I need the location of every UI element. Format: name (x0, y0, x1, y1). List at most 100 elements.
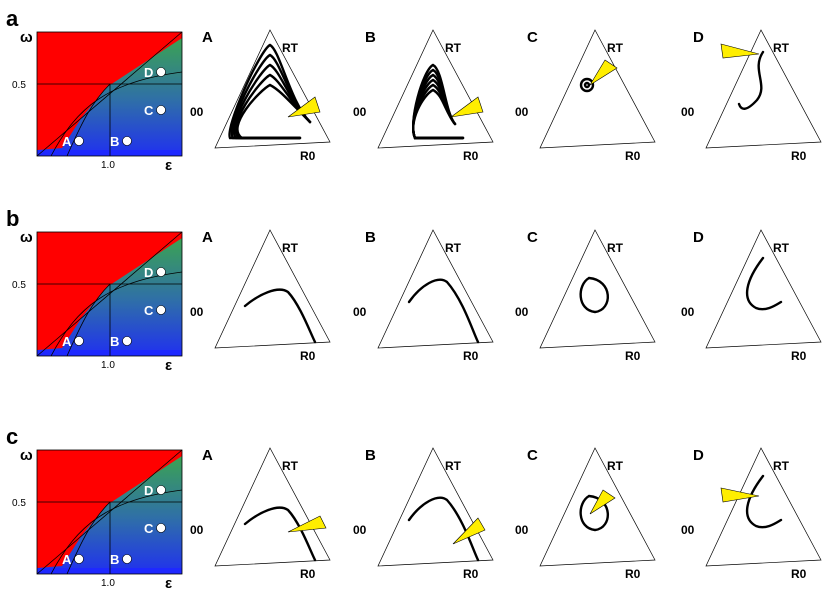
simplex-label-right: R0 (625, 567, 641, 581)
marker-label-c: C (144, 103, 154, 118)
marker-point-a (74, 554, 84, 564)
trajectory (737, 50, 765, 110)
simplex-label-top: RT (445, 41, 462, 55)
marker-point-d (156, 485, 166, 495)
simplex-triangle (539, 447, 656, 567)
yellow-arrow (589, 489, 616, 515)
simplex-label-top: RT (607, 459, 624, 473)
simplex-label-left: 00 (353, 305, 367, 319)
diagonal-line (36, 31, 183, 157)
trajectory (412, 88, 465, 140)
simplex-triangle (214, 29, 331, 149)
marker-point-b (122, 336, 132, 346)
panel-letter: A (202, 229, 213, 246)
simplex-label-left: 00 (190, 105, 204, 119)
heatmap-frame (36, 449, 183, 575)
y-tick-label: 0.5 (12, 280, 26, 291)
simplex-label-top: RT (773, 459, 790, 473)
y-axis-label: ω (20, 229, 33, 246)
simplex-label-top: RT (607, 41, 624, 55)
simplex-triangle (377, 229, 494, 349)
trajectory (407, 496, 480, 562)
trajectory (243, 288, 317, 344)
heatmap-frame (36, 31, 183, 157)
trajectory (745, 256, 783, 311)
simplex-label-top: RT (282, 459, 299, 473)
diagonal-line (36, 449, 183, 575)
yellow-arrow (450, 96, 484, 118)
yellow-arrow (720, 43, 760, 59)
simplex-label-left: 00 (515, 105, 529, 119)
x-tick-label: 1.0 (101, 160, 115, 171)
simplex-triangle (539, 229, 656, 349)
marker-point-a (74, 336, 84, 346)
trajectory (745, 474, 783, 529)
x-tick-label: 1.0 (101, 360, 115, 371)
panel-letter: B (365, 447, 376, 464)
marker-point-d (156, 267, 166, 277)
panel-letter: C (527, 447, 538, 464)
simplex-label-left: 00 (190, 523, 204, 537)
simplex-label-right: R0 (300, 567, 316, 581)
simplex-triangle (539, 29, 656, 149)
simplex-label-left: 00 (681, 105, 695, 119)
marker-point-c (156, 105, 166, 115)
trajectory (579, 276, 610, 314)
marker-label-d: D (144, 483, 153, 498)
simplex-label-left: 00 (353, 523, 367, 537)
panel-letter: A (202, 29, 213, 46)
panel-letter: B (365, 29, 376, 46)
simplex-label-right: R0 (463, 149, 479, 163)
x-axis-label: ε (165, 575, 172, 592)
simplex-label-left: 00 (190, 305, 204, 319)
simplex-label-left: 00 (353, 105, 367, 119)
simplex-triangle (377, 447, 494, 567)
trajectory (583, 81, 591, 89)
simplex-label-top: RT (773, 41, 790, 55)
panel-letter: D (693, 229, 704, 246)
simplex-triangle (705, 229, 822, 349)
x-tick-label: 1.0 (101, 578, 115, 589)
x-axis-label: ε (165, 157, 172, 174)
simplex-label-right: R0 (625, 349, 641, 363)
marker-point-b (122, 554, 132, 564)
heatmap-blue-band (37, 350, 182, 356)
boundary-curve-2 (66, 283, 111, 357)
panel-letter: D (693, 447, 704, 464)
y-tick-label: 0.5 (12, 80, 26, 91)
y-axis-label: ω (20, 447, 33, 464)
simplex-label-right: R0 (463, 349, 479, 363)
yellow-arrow (287, 96, 321, 118)
panel-letter: D (693, 29, 704, 46)
trajectory (234, 73, 312, 140)
heatmap-blue-band (37, 150, 182, 156)
heatmap-red-region (37, 232, 182, 350)
marker-label-d: D (144, 265, 153, 280)
simplex-triangle (705, 447, 822, 567)
yellow-arrow (720, 487, 760, 503)
diagonal-line (36, 231, 183, 357)
marker-label-d: D (144, 65, 153, 80)
y-tick-label: 0.5 (12, 498, 26, 509)
marker-label-c: C (144, 303, 154, 318)
simplex-label-right: R0 (791, 349, 807, 363)
simplex-triangle (377, 29, 494, 149)
panel-letter: C (527, 29, 538, 46)
marker-point-c (156, 305, 166, 315)
simplex-label-top: RT (282, 241, 299, 255)
